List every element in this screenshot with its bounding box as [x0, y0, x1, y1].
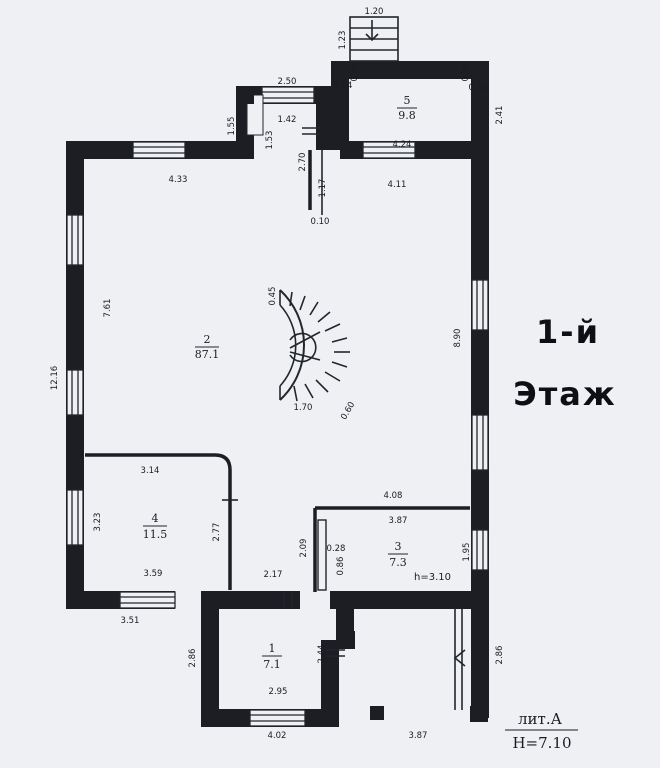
room-labels: 5 9.8 2 87.1 4 11.5 3 7.3 h=3.10 1 7.1	[143, 94, 451, 671]
room-2-area: 87.1	[195, 348, 220, 361]
room-3-number: 3	[395, 540, 402, 553]
dim-stair-b: 1.70	[294, 403, 313, 413]
room-2-number: 2	[204, 333, 211, 346]
dim-corridor-c: 0.10	[311, 217, 330, 227]
dim-r3-top-outer: 4.08	[384, 491, 403, 501]
room-1-number: 1	[269, 642, 276, 655]
dim-r5-corner-a: 0.44	[350, 63, 360, 82]
dim-r5-side: 2.41	[495, 106, 505, 125]
dim-corridor-a: 2.70	[298, 153, 308, 172]
dim-top-left-c: 1.53	[265, 131, 275, 150]
spiral-staircase	[279, 289, 350, 402]
dim-stair-a: 0.45	[268, 287, 278, 306]
dim-r3-top: 3.87	[389, 516, 408, 526]
dimension-labels: 1.20 1.23 0.44 0.44 0.44 0.44 2.41 4.24 …	[50, 7, 505, 741]
dim-r3-right: 1.95	[462, 543, 472, 562]
dim-right-side: 8.90	[453, 329, 463, 348]
room-3-area: 7.3	[389, 556, 407, 569]
room-3-height: h=3.10	[414, 572, 451, 583]
lit-label: лит.А	[518, 710, 563, 728]
height-label: Н=7.10	[512, 734, 571, 752]
corner-blocks	[238, 63, 488, 722]
room-5-area: 9.8	[398, 109, 416, 122]
windows	[66, 86, 489, 727]
dim-mid: 2.17	[264, 570, 283, 580]
dim-r5-corner-c: 0.44	[461, 63, 471, 82]
dim-r1-inner: 2.44	[317, 645, 327, 664]
porch-stairs	[349, 16, 399, 62]
dim-porch-width: 1.20	[365, 7, 384, 17]
dim-porch-len: 1.23	[338, 31, 348, 50]
dim-right-ext: 2.86	[495, 646, 505, 665]
dim-r1-left: 2.86	[188, 649, 198, 668]
dim-base-left: 4.02	[268, 731, 287, 741]
dim-r3-b: 0.86	[336, 557, 346, 576]
dim-r4-bottom: 3.59	[144, 569, 163, 579]
dim-top-left-b: 1.42	[278, 115, 297, 125]
dim-left-top: 4.33	[169, 175, 188, 185]
dim-r4-right: 2.77	[212, 523, 222, 542]
floor-title: 1-й Этаж	[513, 313, 616, 413]
dim-r1-bottom: 2.95	[269, 687, 288, 697]
room-4-area: 11.5	[143, 528, 168, 541]
interior-walls	[85, 127, 470, 710]
dim-left-inner: 7.61	[103, 299, 113, 318]
dim-r3-a: 0.28	[327, 544, 346, 554]
dim-corridor-b: 1.17	[318, 179, 328, 198]
dim-right-top: 4.11	[388, 180, 407, 190]
room-4-number: 4	[152, 512, 159, 525]
dim-top-left-wall: 2.50	[278, 77, 297, 87]
title-line-2: Этаж	[513, 375, 616, 413]
dim-r5-corner-b: 0.44	[334, 81, 353, 91]
dim-r4-left: 3.23	[93, 513, 103, 532]
dim-r5-corner-d: 0.44	[469, 83, 488, 93]
dim-base-right: 3.87	[409, 731, 428, 741]
dim-r5-bottom: 4.24	[393, 140, 412, 150]
room-5-number: 5	[404, 94, 411, 107]
lit-stamp: лит.А Н=7.10	[505, 710, 578, 752]
dim-r4-top: 3.14	[141, 466, 160, 476]
dim-left-side: 12.16	[50, 366, 60, 390]
room-1-area: 7.1	[263, 658, 281, 671]
dim-top-left-a: 1.55	[227, 117, 237, 136]
dim-bottom-left: 3.51	[121, 616, 140, 626]
dim-r3-left: 2.09	[299, 539, 309, 558]
title-line-1: 1-й	[536, 313, 600, 351]
